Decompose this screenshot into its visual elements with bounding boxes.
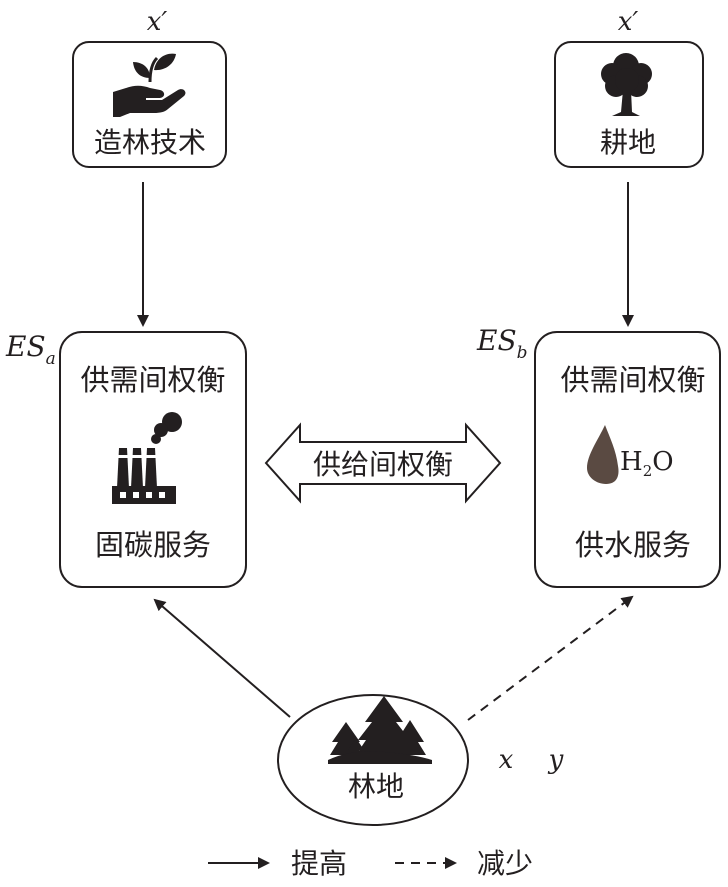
supply-tradeoff-double-arrow xyxy=(264,422,502,504)
top-left-variable: x′ xyxy=(147,7,168,37)
forest-icon xyxy=(328,696,432,764)
h2o-formula: H2O xyxy=(620,447,674,480)
right-box-title: 供需间权衡 xyxy=(560,363,705,397)
left-box-label: 固碳服务 xyxy=(95,528,211,562)
es-a-label: ESa xyxy=(5,330,56,369)
es-b-label: ESb xyxy=(476,324,528,363)
top-right-label: 耕地 xyxy=(600,126,656,159)
legend-dashed-label: 减少 xyxy=(477,847,533,880)
y-variable: y xyxy=(548,745,564,775)
water-drop-icon xyxy=(587,425,619,484)
hand-sprout-icon xyxy=(113,53,186,117)
legend-solid-label: 提高 xyxy=(291,847,347,880)
arrow-forest-to-water-decrease xyxy=(467,595,634,721)
top-left-label: 造林技术 xyxy=(94,126,206,159)
legend: 提高 减少 xyxy=(208,847,533,880)
supply-tradeoff-label: 供给间权衡 xyxy=(313,448,453,481)
water-service-box xyxy=(534,331,721,588)
factory-icon xyxy=(112,412,182,504)
top-right-variable: x′ xyxy=(618,7,639,37)
x-variable: x xyxy=(499,745,514,775)
forest-label: 林地 xyxy=(348,770,404,803)
right-box-label: 供水服务 xyxy=(575,528,691,562)
tree-icon xyxy=(601,53,652,116)
arrow-forest-to-carbon-increase xyxy=(153,598,291,718)
left-box-title: 供需间权衡 xyxy=(80,363,225,397)
